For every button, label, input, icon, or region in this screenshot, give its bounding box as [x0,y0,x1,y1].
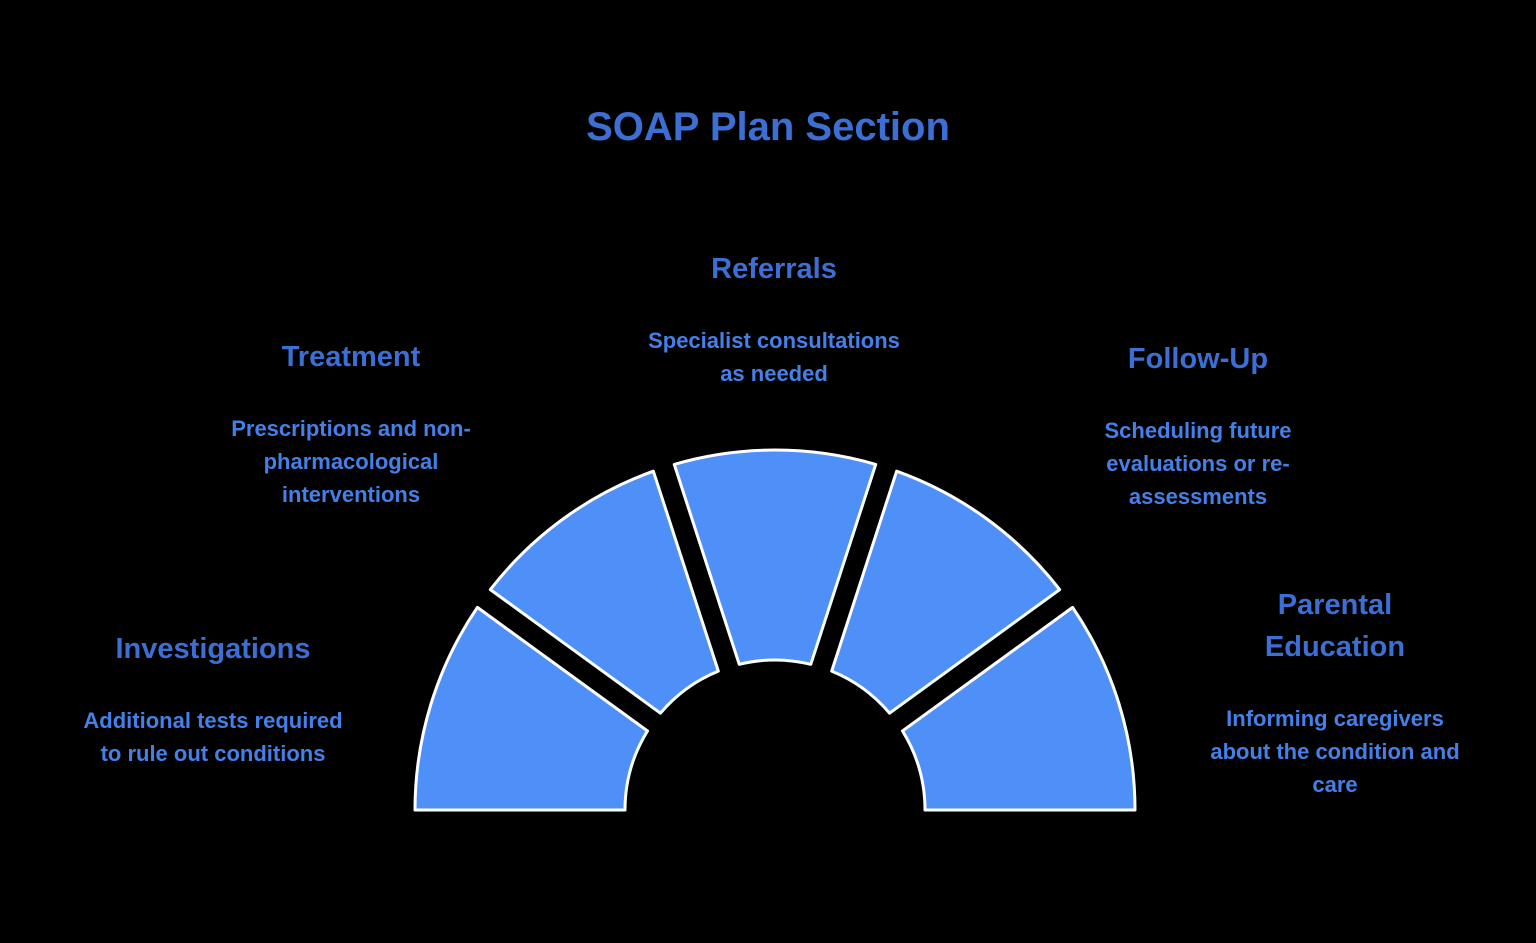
label-parental-education-title: Parental Education [1264,589,1406,664]
label-referrals-description: Specialist consultations as needed [648,328,900,387]
label-investigations-description: Additional tests required to rule out co… [83,708,343,767]
label-referrals: Referrals Specialist consultations as ne… [604,230,944,408]
label-parental-education-description: Informing caregivers about the condition… [1210,706,1460,798]
label-referrals-title: Referrals [711,253,837,285]
page-title: SOAP Plan Section [586,104,950,149]
fan-segment-referrals [672,448,878,666]
fan-segments-group [413,448,1137,812]
fan-segment-parental-education [900,605,1137,812]
fan-segment-treatment [488,469,720,715]
label-treatment: Treatment Prescriptions and non- pharmac… [183,318,519,529]
fan-segment-follow-up [830,469,1062,715]
label-treatment-title: Treatment [281,341,421,373]
label-follow-up: Follow-Up Scheduling future evaluations … [1046,320,1350,531]
label-investigations-title: Investigations [115,633,311,665]
label-parental-education: Parental Education Informing caregivers … [1170,566,1500,819]
label-follow-up-title: Follow-Up [1127,343,1269,375]
label-investigations: Investigations Additional tests required… [40,610,386,788]
label-follow-up-description: Scheduling future evaluations or re- ass… [1104,418,1292,510]
label-treatment-description: Prescriptions and non- pharmacological i… [231,416,471,508]
fan-segment-investigations [413,605,650,812]
